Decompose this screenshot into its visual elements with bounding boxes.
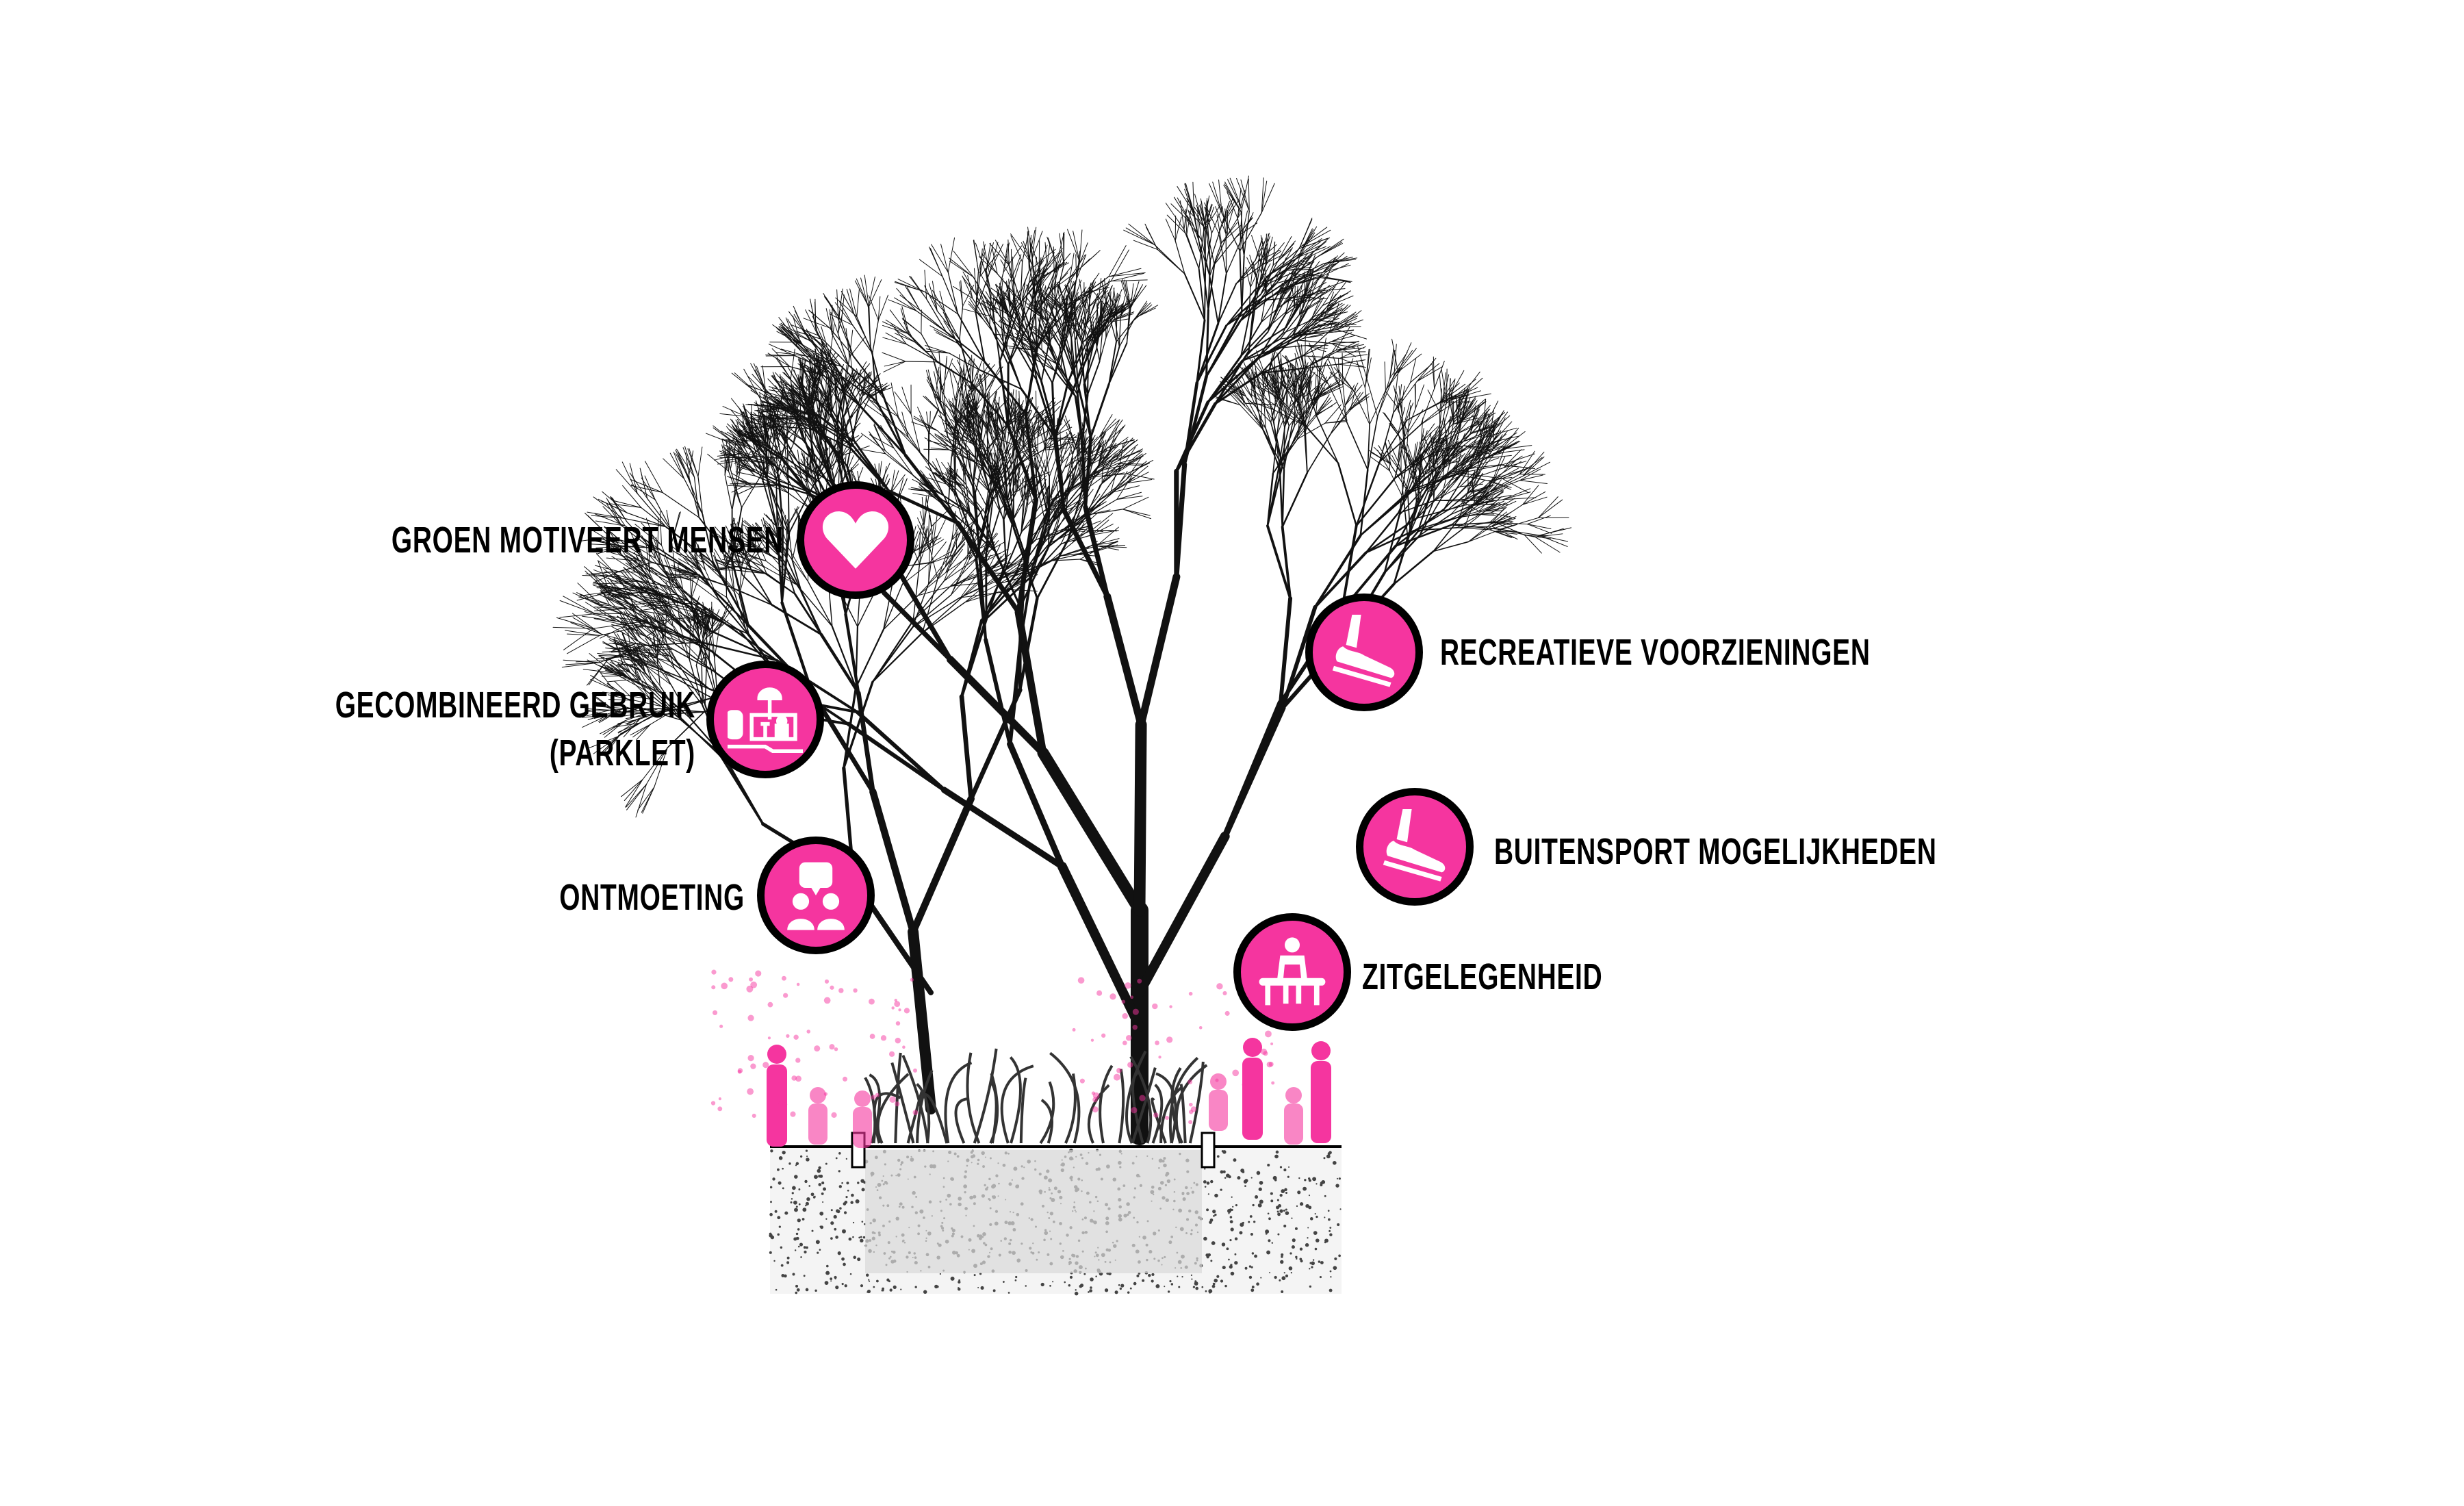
label-ontmoeting: ONTMOETING (559, 877, 745, 918)
label-groen: GROEN MOTIVEERT MENSEN (391, 520, 784, 561)
sneaker-icon (1383, 809, 1446, 882)
badge-zitgelegenheid (1233, 913, 1351, 1031)
label-parklet: (PARKLET) (549, 732, 695, 774)
soil-section (769, 1048, 1342, 1296)
trees (552, 175, 1572, 1145)
label-buitensport: BUITENSPORT MOGELIJKHEDEN (1494, 831, 1937, 872)
label-gecombineerd: GECOMBINEERD GEBRUIK (335, 685, 695, 726)
meeting-icon (787, 862, 845, 930)
badge-ontmoeting (757, 837, 875, 954)
badge-groen (797, 481, 914, 599)
sneaker-icon (1332, 615, 1395, 687)
parklet-icon (728, 687, 803, 753)
heart-icon (822, 511, 889, 569)
badge-buitensport (1356, 788, 1474, 906)
label-zitgelegenheid: ZITGELEGENHEID (1362, 956, 1603, 997)
badge-recreatieve (1305, 594, 1423, 711)
bench-sitting-icon (1259, 937, 1326, 1006)
badge-parklet (706, 661, 824, 778)
label-recreatieve: RECREATIEVE VOORZIENINGEN (1440, 632, 1871, 673)
pink-people-silhouettes (710, 969, 1331, 1148)
